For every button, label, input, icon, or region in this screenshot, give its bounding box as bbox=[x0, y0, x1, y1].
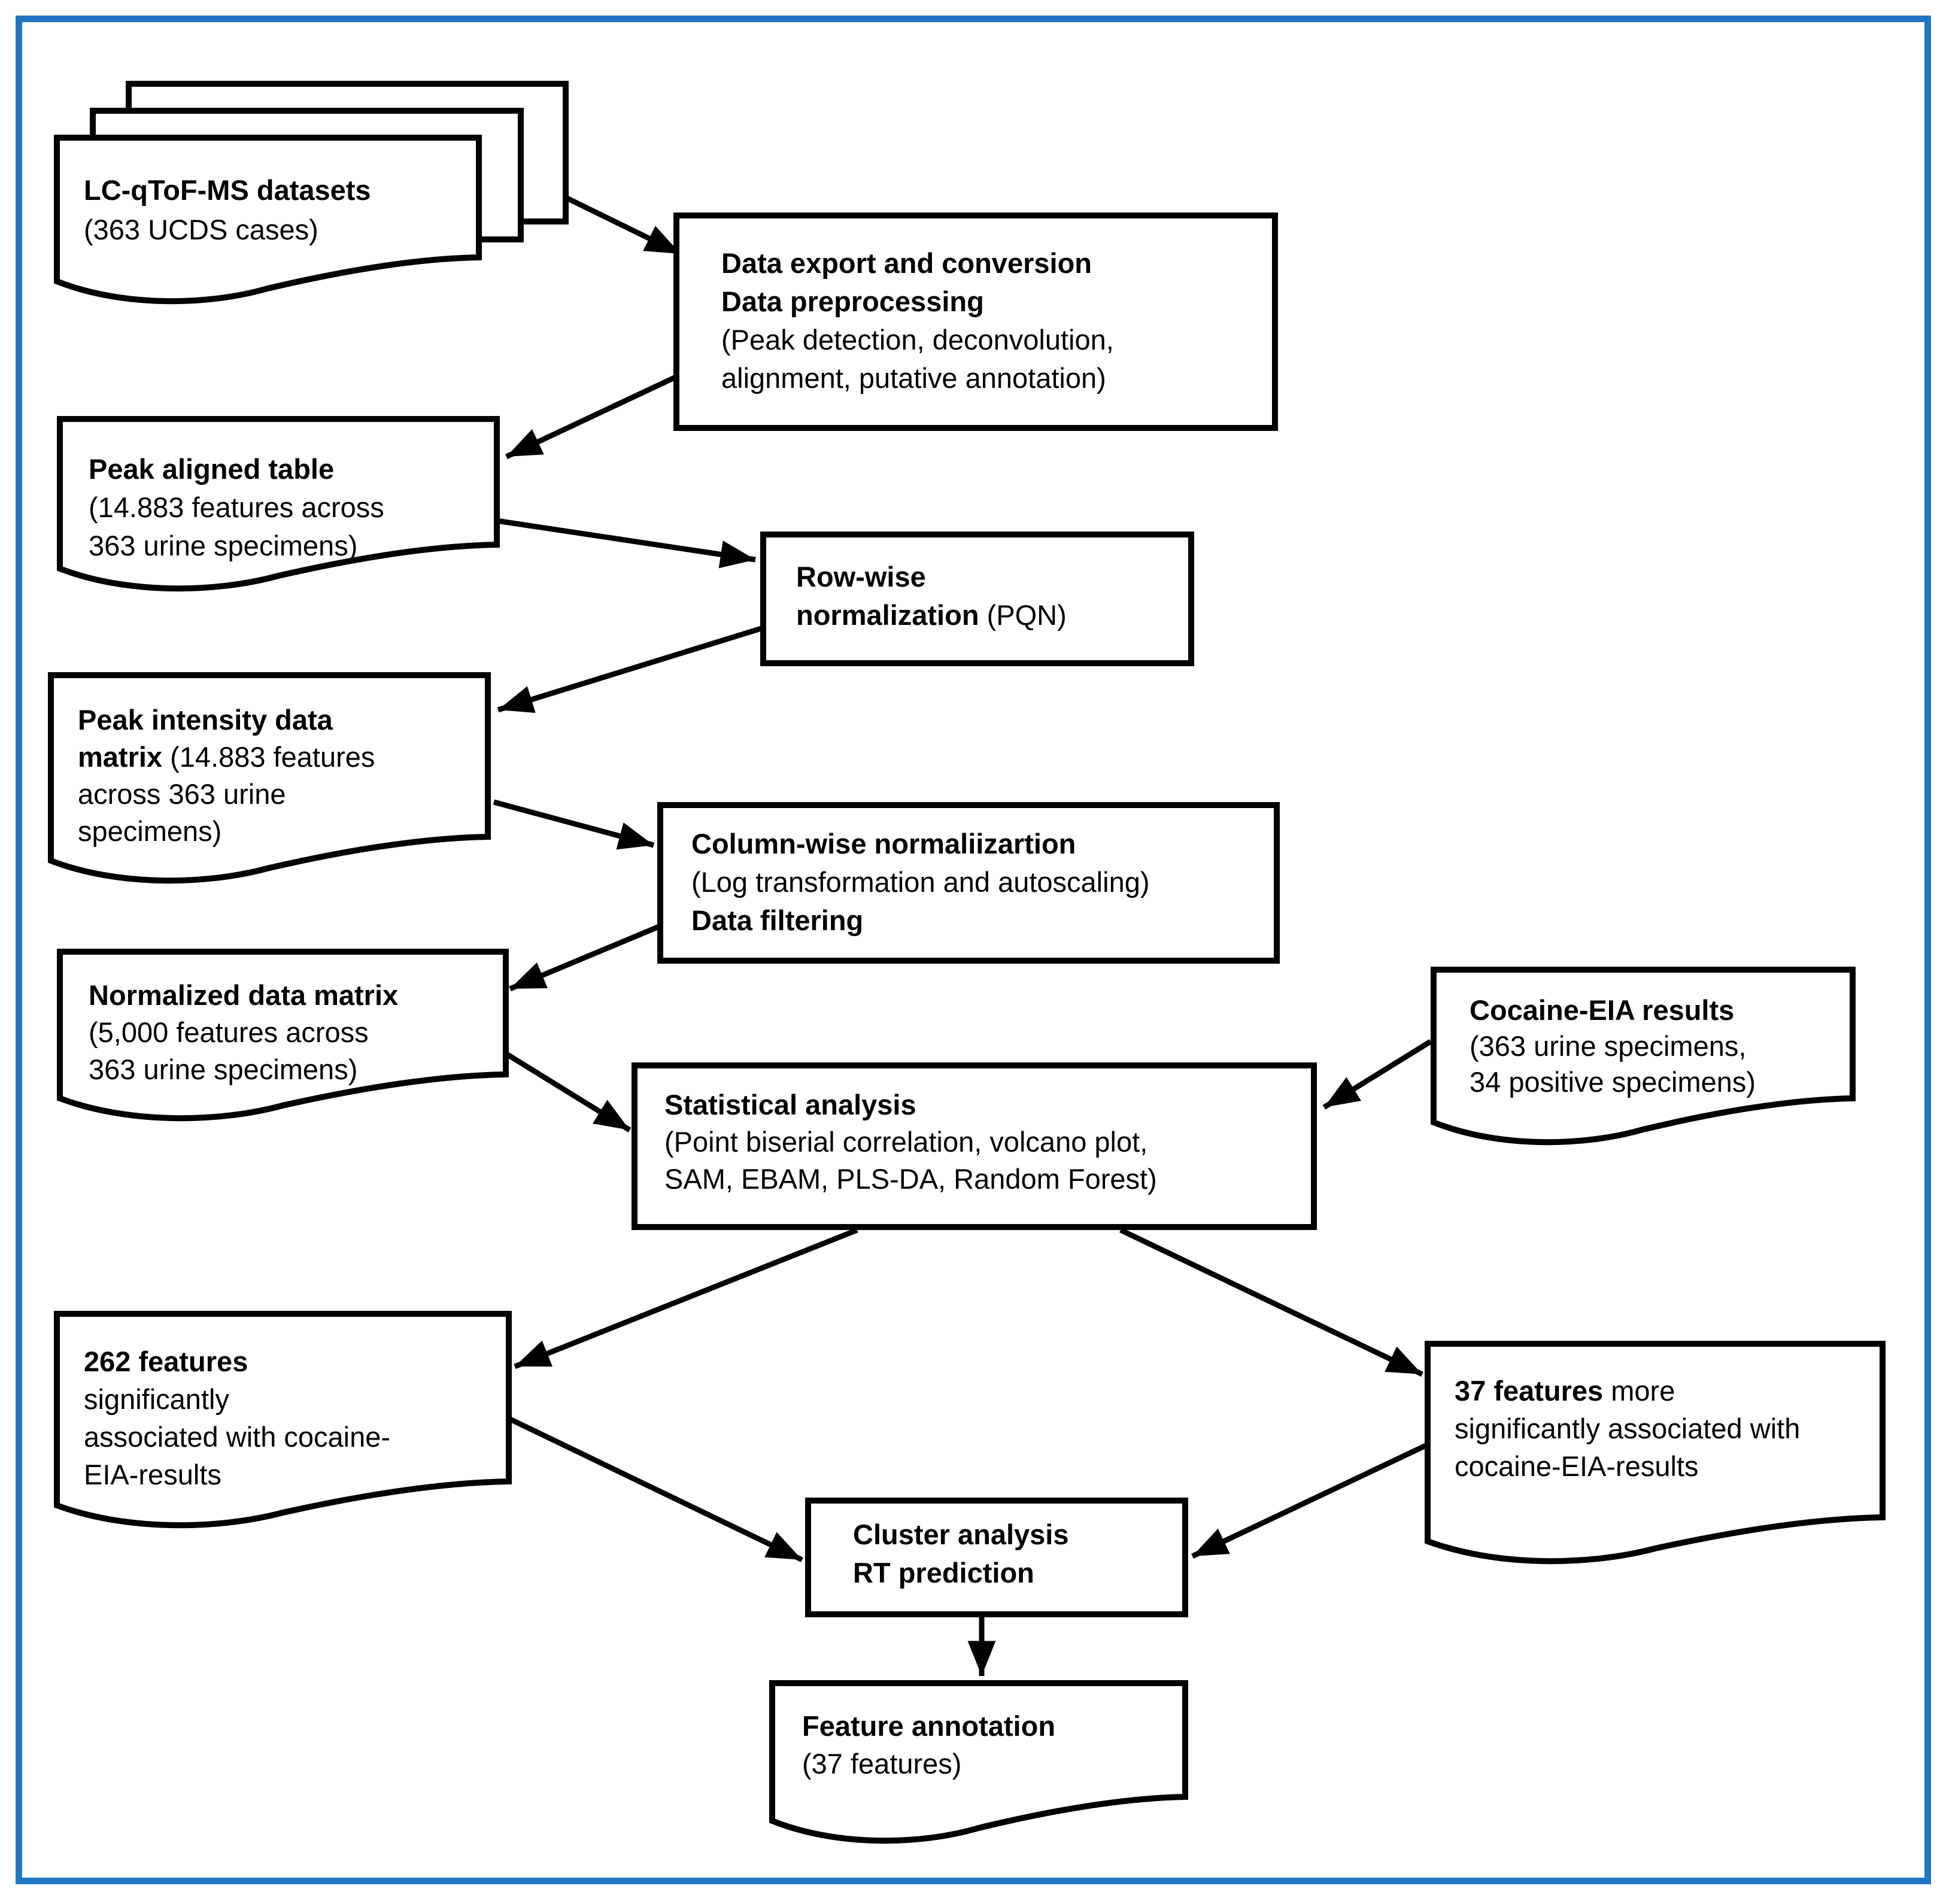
node-cluster-analysis bbox=[805, 1498, 1188, 1617]
label-line: cocaine-EIA-results bbox=[1455, 1450, 1699, 1482]
label-segment: 37 features bbox=[1455, 1375, 1604, 1407]
label-line: matrix (14.883 features bbox=[78, 739, 375, 776]
label-line: associated with cocaine- bbox=[84, 1421, 391, 1453]
arrow-datasets-to-preprocess bbox=[564, 195, 682, 257]
label-line: Peak intensity data bbox=[78, 704, 333, 736]
label-cluster: Cluster analysis RT prediction bbox=[853, 1516, 1069, 1592]
label-line: Normalized data matrix bbox=[89, 979, 399, 1011]
label-line: 262 features bbox=[84, 1346, 248, 1377]
node-data-preprocessing bbox=[673, 212, 1278, 431]
document-shape-feature-annotation bbox=[769, 1680, 1188, 1844]
label-line: alignment, putative annotation) bbox=[721, 362, 1106, 394]
label-line: (363 UCDS cases) bbox=[84, 214, 318, 245]
label-line: 363 urine specimens) bbox=[89, 1053, 358, 1085]
label-37-features: 37 features more significantly associate… bbox=[1455, 1372, 1800, 1485]
label-line: 363 urine specimens) bbox=[89, 530, 358, 561]
label-peak-intensity-matrix: Peak intensity data matrix (14.883 featu… bbox=[78, 702, 375, 850]
label-line: normalization (PQN) bbox=[796, 596, 1067, 634]
arrow-statistical-to-262-features bbox=[514, 1227, 858, 1369]
label-line: (14.883 features across bbox=[89, 491, 384, 523]
label-segment: normalization bbox=[796, 599, 979, 631]
arrow-aligned-table-to-row-wise bbox=[496, 518, 756, 569]
label-datasets: LC-qToF-MS datasets (363 UCDS cases) bbox=[84, 171, 371, 250]
label-line: (363 urine specimens, bbox=[1470, 1030, 1747, 1062]
arrow-normalized-matrix-to-statistical bbox=[506, 1052, 632, 1132]
node-statistical-analysis bbox=[632, 1062, 1317, 1230]
label-line: across 363 urine bbox=[78, 778, 286, 810]
label-line: 34 positive specimens) bbox=[1470, 1066, 1756, 1098]
label-line: (Point biserial correlation, volcano plo… bbox=[664, 1126, 1148, 1158]
label-262-features: 262 features significantly associated wi… bbox=[84, 1343, 390, 1493]
label-normalized-matrix: Normalized data matrix (5,000 features a… bbox=[89, 977, 398, 1088]
document-shape-peak-aligned-table bbox=[57, 416, 500, 592]
label-line: 37 features more bbox=[1455, 1372, 1800, 1410]
arrow-preprocess-to-aligned-table bbox=[505, 368, 690, 460]
label-line: specimens) bbox=[78, 815, 222, 847]
arrow-statistical-to-37-features bbox=[1119, 1227, 1423, 1377]
label-column-wise: Column-wise normaliizartion (Log transfo… bbox=[691, 825, 1150, 940]
arrow-intensity-matrix-to-column-wise bbox=[493, 799, 655, 850]
document-shape-37-features bbox=[1425, 1341, 1886, 1565]
label-line: Feature annotation bbox=[802, 1710, 1056, 1742]
label-line: (5,000 features across bbox=[89, 1016, 369, 1048]
label-line: (37 features) bbox=[802, 1748, 962, 1780]
label-line: Cluster analysis bbox=[853, 1519, 1069, 1550]
label-line: EIA-results bbox=[84, 1459, 221, 1490]
arrow-262-features-to-cluster bbox=[508, 1416, 803, 1563]
node-column-wise-normalization bbox=[657, 802, 1280, 964]
label-line: Data export and conversion bbox=[721, 247, 1092, 279]
label-line: Peak aligned table bbox=[89, 453, 335, 485]
label-segment: (PQN) bbox=[979, 599, 1067, 631]
label-line: Data preprocessing bbox=[721, 286, 984, 317]
label-line: Row-wise bbox=[796, 561, 926, 593]
label-line: SAM, EBAM, PLS-DA, Random Forest) bbox=[664, 1163, 1157, 1195]
label-segment: (14.883 features bbox=[162, 741, 375, 773]
label-line: significantly bbox=[84, 1383, 229, 1415]
label-line: Statistical analysis bbox=[664, 1089, 916, 1120]
label-cocaine-eia: Cocaine-EIA results (363 urine specimens… bbox=[1470, 992, 1756, 1100]
document-shape-datasets bbox=[54, 135, 482, 305]
document-shape-peak-intensity-matrix bbox=[48, 672, 491, 884]
label-line: Data filtering bbox=[691, 904, 864, 936]
label-statistical: Statistical analysis (Point biserial cor… bbox=[664, 1086, 1157, 1198]
label-line: (Peak detection, deconvolution, bbox=[721, 324, 1114, 356]
arrow-row-wise-to-intensity-matrix bbox=[497, 624, 766, 713]
label-segment: more bbox=[1603, 1375, 1675, 1407]
label-peak-aligned-table: Peak aligned table (14.883 features acro… bbox=[89, 450, 384, 565]
label-segment: matrix bbox=[78, 741, 163, 773]
node-row-wise-normalization bbox=[760, 532, 1194, 666]
document-shape-cocaine-eia bbox=[1431, 967, 1856, 1146]
label-annotation: Feature annotation (37 features) bbox=[802, 1707, 1055, 1782]
label-line: Cocaine-EIA results bbox=[1470, 994, 1735, 1026]
document-shape-normalized-matrix bbox=[57, 949, 509, 1122]
label-line: significantly associated with bbox=[1455, 1413, 1801, 1444]
arrow-37-features-to-cluster bbox=[1191, 1443, 1427, 1559]
arrow-cocaine-eia-to-statistical bbox=[1322, 1039, 1432, 1110]
label-line: Column-wise normaliizartion bbox=[691, 828, 1076, 860]
figure-frame bbox=[16, 16, 1931, 1884]
label-row-wise: Row-wise normalization (PQN) bbox=[796, 558, 1067, 634]
label-line: (Log transformation and autoscaling) bbox=[691, 866, 1150, 898]
label-line: LC-qToF-MS datasets bbox=[84, 174, 371, 206]
label-preprocess: Data export and conversion Data preproce… bbox=[721, 244, 1114, 397]
document-shape-262-features bbox=[54, 1311, 512, 1529]
arrow-column-wise-to-normalized-matrix bbox=[509, 922, 664, 992]
label-line: RT prediction bbox=[853, 1557, 1034, 1589]
